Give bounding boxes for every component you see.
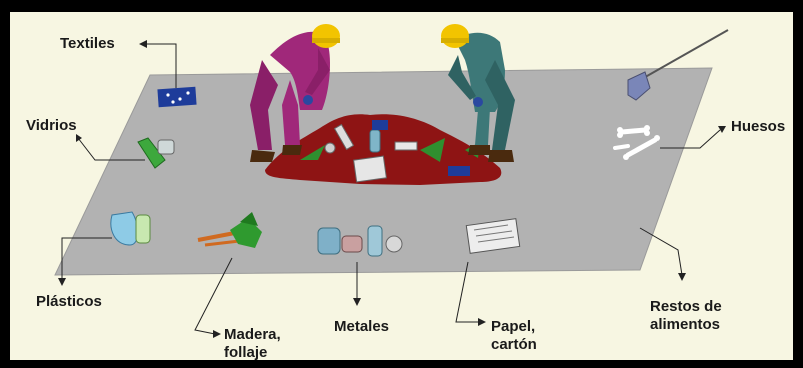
arrow-restos <box>639 227 683 276</box>
waste-pile <box>265 114 502 185</box>
arrow-plasticos <box>61 237 112 280</box>
arrow-papel <box>455 261 480 323</box>
label-madera: Madera, follaje <box>224 326 281 362</box>
worker-left <box>250 24 340 162</box>
label-textiles: Textiles <box>60 35 115 52</box>
label-huesos: Huesos <box>731 118 786 135</box>
label-restos-line1: Restos de <box>650 298 722 315</box>
metal-items <box>317 225 403 257</box>
plastic-items <box>110 211 151 246</box>
label-madera-line1: Madera, <box>224 326 281 343</box>
glass-items <box>137 137 175 169</box>
label-plasticos: Plásticos <box>36 293 102 310</box>
worker-right <box>441 24 515 162</box>
arrow-textiles <box>145 43 177 88</box>
paper-items <box>465 218 521 254</box>
label-restos: Restos de alimentos <box>650 298 722 334</box>
label-papel-line2: cartón <box>491 336 537 353</box>
callout-lines <box>61 43 721 335</box>
label-metales: Metales <box>334 318 390 335</box>
label-papel: Papel, cartón <box>491 318 537 354</box>
textile-item <box>157 86 197 108</box>
arrowheads <box>58 40 726 338</box>
label-restos-line2: alimentos <box>650 316 721 333</box>
shovel <box>627 29 729 101</box>
arrow-madera <box>194 257 233 335</box>
label-vidrios: Vidrios <box>26 117 77 134</box>
arrow-huesos <box>660 129 721 149</box>
label-papel-line1: Papel, <box>491 318 536 335</box>
bone-items <box>613 125 660 160</box>
label-madera-line2: follaje <box>224 344 268 361</box>
arrow-vidrios <box>77 137 145 161</box>
wood-foliage-items <box>197 212 262 248</box>
